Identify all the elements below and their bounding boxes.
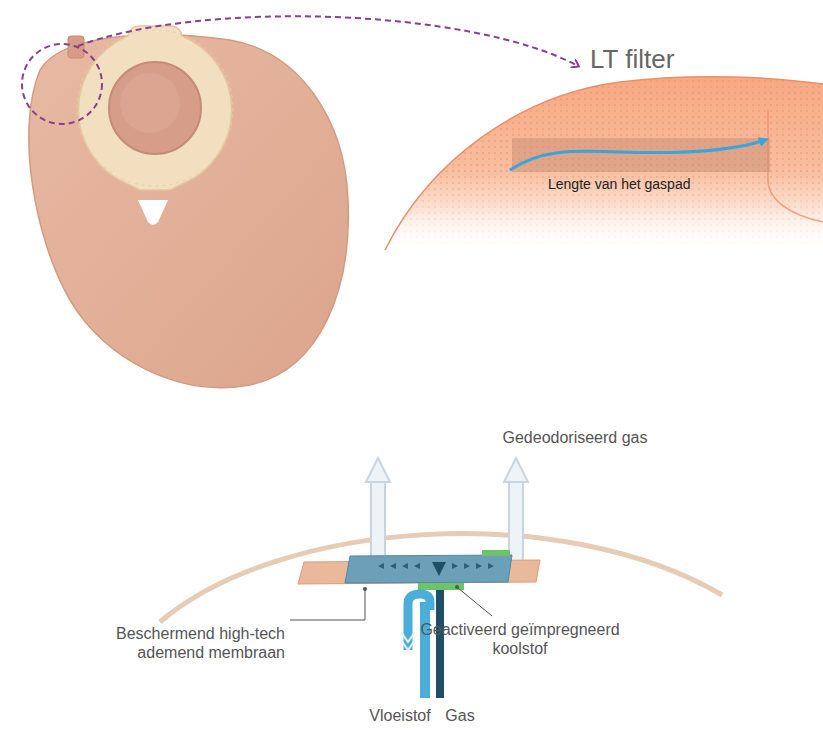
membrane-label: Beschermend high-tech ademend membraan xyxy=(60,624,285,662)
liquid-label: Vloeistof xyxy=(360,706,440,725)
gas-path-label: Lengte van het gaspad xyxy=(548,176,738,193)
gas-label: Gas xyxy=(430,706,490,725)
zoom-title: LT filter xyxy=(590,44,750,75)
output-label: Gedeodoriseerd gas xyxy=(480,428,670,447)
carbon-label: Geactiveerd geïmpregneerd koolstof xyxy=(420,620,620,658)
